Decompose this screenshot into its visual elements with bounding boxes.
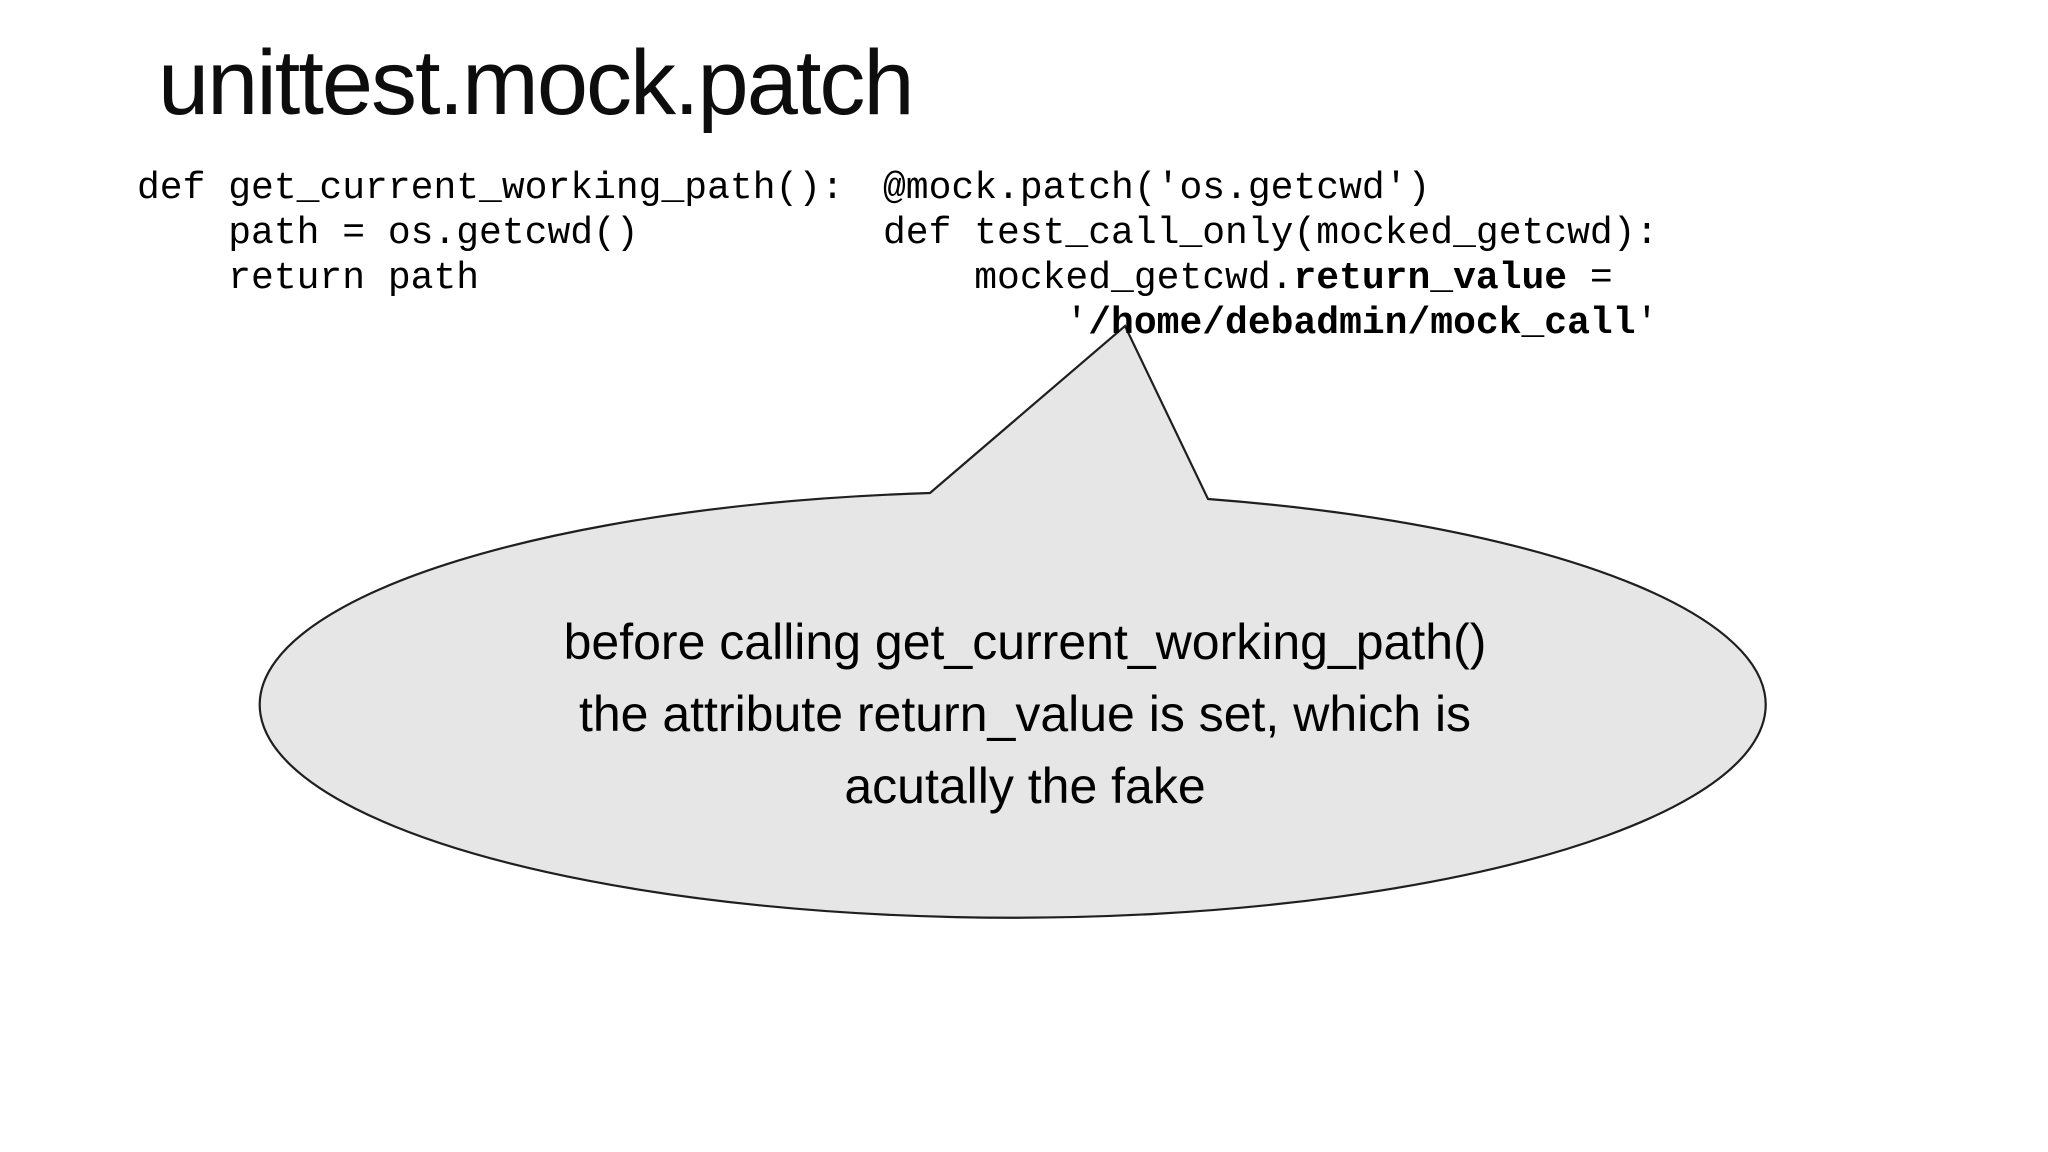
code-segment: ' — [883, 302, 1089, 345]
code-segment: return path — [137, 257, 480, 300]
code-segment: = — [1567, 257, 1613, 300]
code-segment: @mock.patch('os.getcwd') — [883, 167, 1431, 210]
code-line: '/home/debadmin/mock_call' — [883, 301, 1658, 346]
code-line: @mock.patch('os.getcwd') — [883, 166, 1658, 211]
code-segment: path = os.getcwd() — [137, 212, 639, 255]
code-line: return path — [137, 256, 844, 301]
code-segment-bold: return_value — [1293, 257, 1568, 300]
code-segment: def test_call_only(mocked_getcwd): — [883, 212, 1659, 255]
callout-text: before calling get_current_working_path(… — [295, 606, 1755, 822]
code-block-mock-patch-test: @mock.patch('os.getcwd')def test_call_on… — [883, 166, 1658, 346]
callout-shape — [258, 324, 1767, 919]
code-line: mocked_getcwd.return_value = — [883, 256, 1658, 301]
code-line: path = os.getcwd() — [137, 211, 844, 256]
callout-text-line: before calling get_current_working_path(… — [563, 614, 1487, 670]
code-segment: ' — [1635, 302, 1659, 345]
callout-text-line: acutally the fake — [844, 758, 1206, 814]
code-segment: def get_current_working_path(): — [137, 167, 844, 210]
code-segment-bold: /home/debadmin/mock_call — [1088, 302, 1636, 345]
code-segment: mocked_getcwd. — [883, 257, 1294, 300]
code-line: def get_current_working_path(): — [137, 166, 844, 211]
slide-title: unittest.mock.patch — [158, 32, 915, 134]
callout-text-line: the attribute return_value is set, which… — [578, 686, 1472, 742]
code-line: def test_call_only(mocked_getcwd): — [883, 211, 1658, 256]
code-block-original-function: def get_current_working_path(): path = o… — [137, 166, 844, 301]
